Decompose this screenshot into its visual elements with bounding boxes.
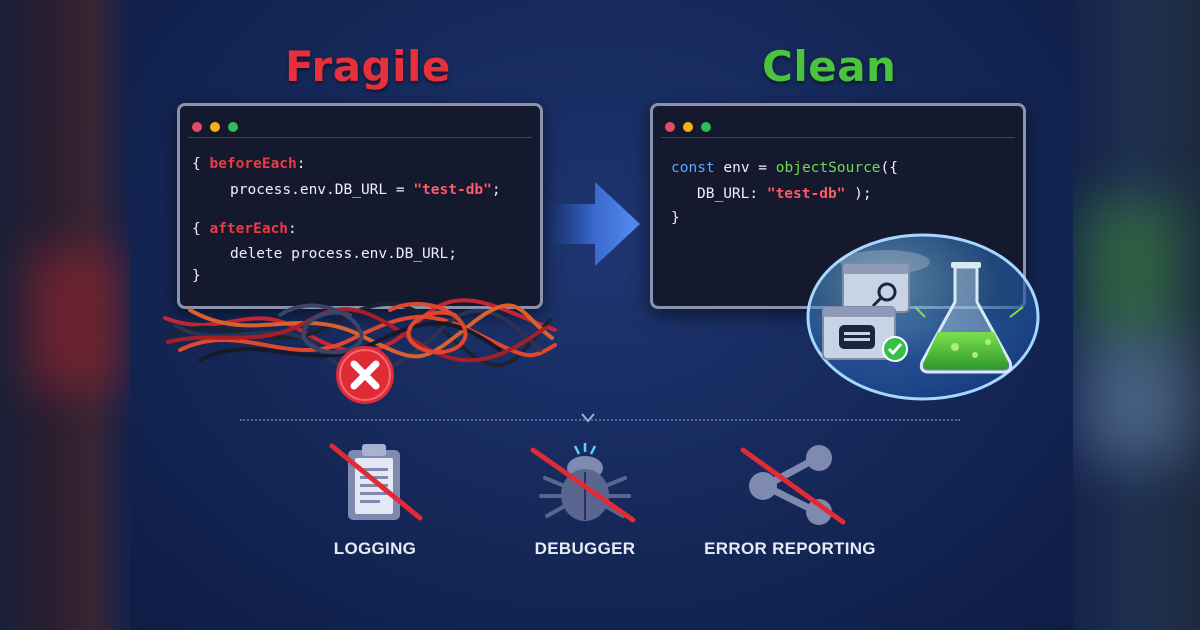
- minimize-dot-icon: [683, 122, 693, 132]
- clean-heading: Clean: [762, 42, 897, 91]
- code-line: DB_URL: "test-db" );: [697, 186, 872, 202]
- window-divider: [661, 137, 1015, 138]
- maximize-dot-icon: [701, 122, 711, 132]
- glass-bubble-flask-illustration: [806, 233, 1040, 401]
- code-line: }: [192, 268, 201, 284]
- feature-debugger: DEBUGGER: [490, 440, 680, 559]
- code-line: { beforeEach:: [192, 156, 306, 172]
- feature-label: DEBUGGER: [534, 539, 636, 558]
- minimize-dot-icon: [210, 122, 220, 132]
- window-divider: [188, 137, 532, 138]
- blurred-right-panel: [1070, 0, 1200, 630]
- tangled-wires-illustration: [163, 298, 557, 374]
- feature-label: LOGGING: [333, 539, 417, 558]
- arrow-right-icon: [550, 182, 640, 266]
- blurred-left-panel: [0, 0, 130, 630]
- feature-logging: LOGGING: [280, 440, 470, 559]
- code-line: const env = objectSource({: [671, 160, 898, 176]
- share-icon: [740, 445, 846, 525]
- bug-icon: [530, 443, 636, 523]
- fragile-heading: Fragile: [285, 42, 451, 91]
- fragile-code-window: { beforeEach: process.env.DB_URL = "test…: [177, 103, 543, 309]
- feature-error-reporting: ERROR REPORTING: [695, 440, 885, 559]
- window-controls: [665, 117, 719, 136]
- feature-label: ERROR REPORTING: [704, 539, 876, 558]
- code-line: process.env.DB_URL = "test-db";: [230, 182, 501, 198]
- code-line: delete process.env.DB_URL;: [230, 246, 457, 262]
- error-x-icon: [336, 346, 394, 404]
- main-panel: Fragile Clean { beforeEach: process.env.…: [130, 0, 1073, 630]
- code-line: }: [671, 210, 680, 226]
- window-controls: [192, 117, 246, 136]
- clipboard-icon: [329, 443, 423, 521]
- close-dot-icon: [192, 122, 202, 132]
- close-dot-icon: [665, 122, 675, 132]
- maximize-dot-icon: [228, 122, 238, 132]
- section-divider: [240, 419, 960, 421]
- caret-down-icon: [581, 413, 595, 423]
- code-line: { afterEach:: [192, 221, 297, 237]
